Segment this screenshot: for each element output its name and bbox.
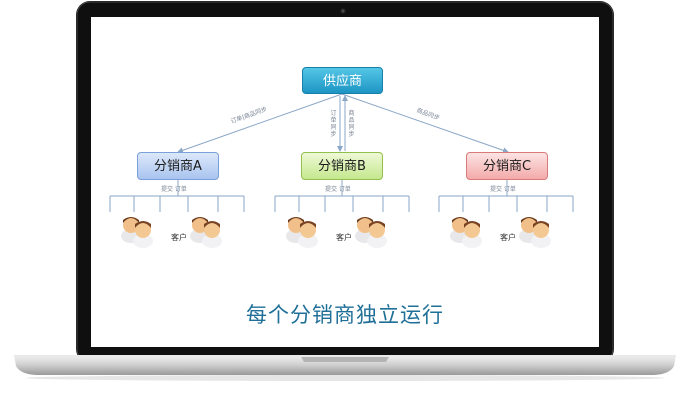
submit-order-label-a: 提交 订单 xyxy=(161,186,187,193)
distributor-b-label: 分销商B xyxy=(318,159,366,174)
supplier-node: 供应商 xyxy=(302,67,383,94)
customer-label-c: 客户 xyxy=(500,233,516,242)
webcam-icon xyxy=(340,8,346,14)
customer-label-b: 客户 xyxy=(336,233,352,242)
submit-order-label-b: 提交 订单 xyxy=(325,186,351,193)
supplier-label: 供应商 xyxy=(322,74,362,89)
distributor-a-label: 分销商A xyxy=(154,159,202,174)
caption: 每个分销商独立运行 xyxy=(246,303,444,327)
customer-label-a: 客户 xyxy=(171,233,187,242)
center-down-label: 商品同步 xyxy=(348,110,355,138)
center-up-label: 订单同步 xyxy=(330,110,337,138)
distributor-a-node: 分销商A xyxy=(137,152,219,180)
submit-order-label-c: 提交 订单 xyxy=(490,186,516,193)
user-pair-icon xyxy=(121,217,551,248)
distributor-c-node: 分销商C xyxy=(466,152,548,180)
distributor-b-node: 分销商B xyxy=(301,152,383,180)
distributor-c-label: 分销商C xyxy=(482,159,532,174)
